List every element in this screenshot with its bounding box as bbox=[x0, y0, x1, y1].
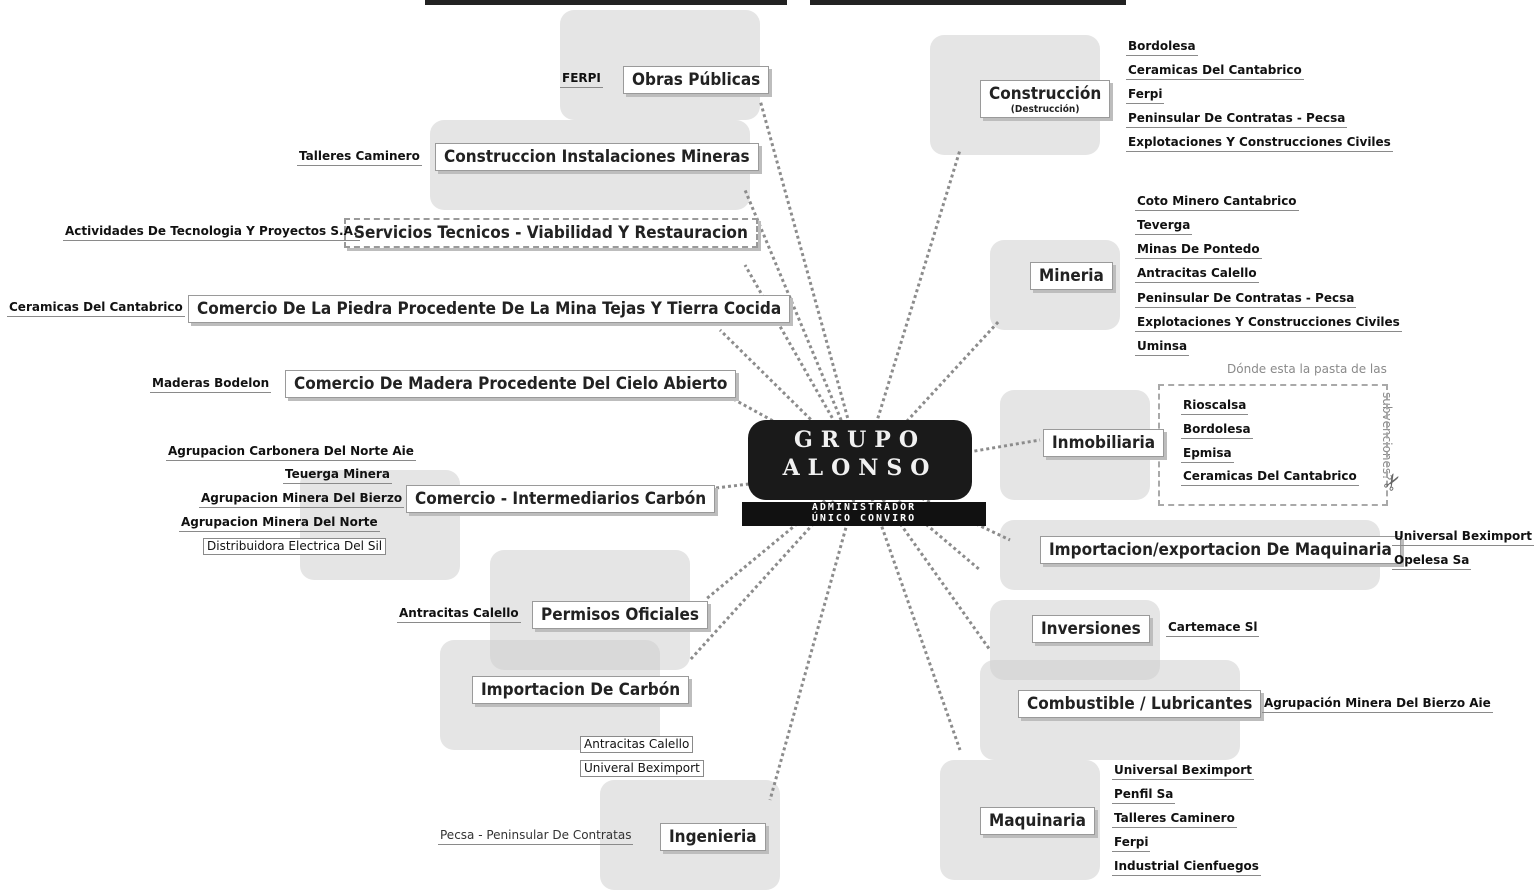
leaf-agrupacion-carbonera-norte[interactable]: Agrupacion Carbonera Del Norte Aie bbox=[166, 444, 416, 461]
branch-inmobiliaria[interactable]: Inmobiliaria bbox=[1043, 429, 1165, 457]
top-bar-left bbox=[425, 0, 787, 5]
leaf-agrupacion-minera-bierzo[interactable]: Agrupacion Minera Del Bierzo bbox=[199, 491, 405, 508]
leaf-peninsular-contratas[interactable]: Peninsular De Contratas - Pecsa bbox=[1126, 111, 1348, 128]
spoke-line bbox=[860, 469, 992, 651]
leaf-cartemace[interactable]: Cartemace Sl bbox=[1166, 620, 1260, 637]
leaf-ceramicas-cantabrico-3[interactable]: Ceramicas Del Cantabrico bbox=[1181, 469, 1359, 486]
central-node[interactable]: GRUPO ALONSO ADMINISTRADOR ÚNICO CONVIRO bbox=[742, 418, 986, 528]
leaf-maderas-bodelon[interactable]: Maderas Bodelon bbox=[150, 376, 272, 393]
leaf-univeral-beximport[interactable]: Univeral Beximport bbox=[580, 760, 704, 777]
leaf-bordolesa-2[interactable]: Bordolesa bbox=[1181, 422, 1253, 439]
leaf-uminsa[interactable]: Uminsa bbox=[1135, 339, 1190, 356]
leaf-opelesa[interactable]: Opelesa Sa bbox=[1392, 553, 1472, 570]
annotation-note: Dónde esta la pasta de las bbox=[1227, 362, 1387, 376]
leaf-ceramicas-cantabrico-2[interactable]: Ceramicas Del Cantabrico bbox=[1126, 63, 1304, 80]
leaf-bordolesa[interactable]: Bordolesa bbox=[1126, 39, 1198, 56]
spoke-line bbox=[860, 318, 1002, 472]
leaf-teverga[interactable]: Teverga bbox=[1135, 218, 1193, 235]
spoke-line bbox=[688, 468, 864, 662]
branch-comercio-piedra[interactable]: Comercio De La Piedra Procedente De La M… bbox=[188, 295, 791, 323]
branch-importacion-carbon[interactable]: Importacion De Carbón bbox=[472, 676, 690, 704]
branch-construccion-sublabel: (Destrucción) bbox=[1010, 104, 1080, 115]
branch-servicios-tecnicos[interactable]: Servicios Tecnicos - Viabilidad Y Restau… bbox=[344, 218, 758, 248]
leaf-explotaciones-construcciones[interactable]: Explotaciones Y Construcciones Civiles bbox=[1126, 135, 1393, 152]
leaf-explotaciones-construcciones-2[interactable]: Explotaciones Y Construcciones Civiles bbox=[1135, 315, 1402, 332]
leaf-ferpi-2[interactable]: Ferpi bbox=[1126, 87, 1165, 104]
central-title-line1: GRUPO bbox=[794, 427, 926, 453]
leaf-peninsular-contratas-2[interactable]: Peninsular De Contratas - Pecsa bbox=[1135, 291, 1357, 308]
leaf-agrupacion-minera-bierzo-aie[interactable]: Agrupación Minera Del Bierzo Aie bbox=[1262, 696, 1493, 713]
leaf-ferpi[interactable]: FERPI bbox=[560, 71, 603, 88]
leaf-agrupacion-minera-norte[interactable]: Agrupacion Minera Del Norte bbox=[179, 515, 380, 532]
leaf-talleres-caminero-2[interactable]: Talleres Caminero bbox=[1112, 811, 1237, 828]
leaf-talleres-caminero[interactable]: Talleres Caminero bbox=[297, 149, 422, 166]
leaf-ceramicas-cantabrico[interactable]: Ceramicas Del Cantabrico bbox=[7, 300, 185, 317]
central-title-line2: ALONSO bbox=[782, 455, 938, 481]
central-subtitle-strip: ADMINISTRADOR ÚNICO CONVIRO bbox=[742, 502, 986, 526]
leaf-universal-beximport-2[interactable]: Universal Beximport bbox=[1112, 763, 1254, 780]
leaf-actividades-tecnologia[interactable]: Actividades De Tecnologia Y Proyectos S.… bbox=[63, 224, 360, 241]
branch-permisos-oficiales[interactable]: Permisos Oficiales bbox=[532, 601, 709, 629]
leaf-epmisa[interactable]: Epmisa bbox=[1181, 446, 1234, 463]
leaf-pecsa[interactable]: Pecsa - Peninsular De Contratas bbox=[438, 828, 634, 845]
central-strip-line1: ADMINISTRADOR bbox=[811, 502, 917, 513]
central-strip-line2: ÚNICO CONVIRO bbox=[811, 513, 917, 524]
branch-obras-publicas[interactable]: Obras Públicas bbox=[623, 66, 770, 94]
branch-construccion[interactable]: Construcción (Destrucción) bbox=[980, 80, 1111, 118]
leaf-distribuidora-electrica-sil[interactable]: Distribuidora Electrica Del Sil bbox=[203, 538, 387, 555]
branch-ingenieria[interactable]: Ingenieria bbox=[660, 823, 766, 851]
branch-comercio-carbon[interactable]: Comercio - Intermediarios Carbón bbox=[406, 485, 716, 513]
leaf-coto-minero[interactable]: Coto Minero Cantabrico bbox=[1135, 194, 1299, 211]
leaf-rioscalsa[interactable]: Rioscalsa bbox=[1181, 398, 1249, 415]
leaf-ferpi-3[interactable]: Ferpi bbox=[1112, 835, 1151, 852]
central-title: GRUPO ALONSO bbox=[748, 420, 972, 500]
leaf-industrial-cienfuegos[interactable]: Industrial Cienfuegos bbox=[1112, 859, 1261, 876]
leaf-teverga-minera[interactable]: Teuerga Minera bbox=[283, 467, 392, 484]
branch-mineria[interactable]: Mineria bbox=[1030, 262, 1113, 290]
branch-combustible-lubricantes[interactable]: Combustible / Lubricantes bbox=[1018, 690, 1262, 718]
spoke-line bbox=[860, 149, 962, 471]
branch-construccion-instalaciones-mineras[interactable]: Construccion Instalaciones Mineras bbox=[435, 143, 759, 171]
branch-inversiones[interactable]: Inversiones bbox=[1032, 615, 1150, 643]
leaf-minas-pontedo[interactable]: Minas De Pontedo bbox=[1135, 242, 1262, 259]
leaf-penfil[interactable]: Penfil Sa bbox=[1112, 787, 1176, 804]
leaf-antracitas-calello-3[interactable]: Antracitas Calello bbox=[1135, 266, 1259, 283]
branch-maquinaria[interactable]: Maquinaria bbox=[980, 807, 1095, 835]
top-bar-right bbox=[810, 0, 1126, 5]
branch-importacion-exportacion-maquinaria[interactable]: Importacion/exportacion De Maquinaria bbox=[1040, 536, 1401, 564]
brush-stroke bbox=[560, 10, 760, 120]
branch-comercio-madera[interactable]: Comercio De Madera Procedente Del Cielo … bbox=[285, 370, 737, 398]
leaf-antracitas-calello-2[interactable]: Antracitas Calello bbox=[580, 736, 694, 753]
spoke-line bbox=[758, 99, 864, 471]
branch-construccion-label: Construcción bbox=[989, 84, 1102, 104]
leaf-antracitas-calello[interactable]: Antracitas Calello bbox=[397, 606, 521, 623]
leaf-universal-beximport[interactable]: Universal Beximport bbox=[1392, 529, 1534, 546]
spoke-line bbox=[704, 468, 863, 602]
